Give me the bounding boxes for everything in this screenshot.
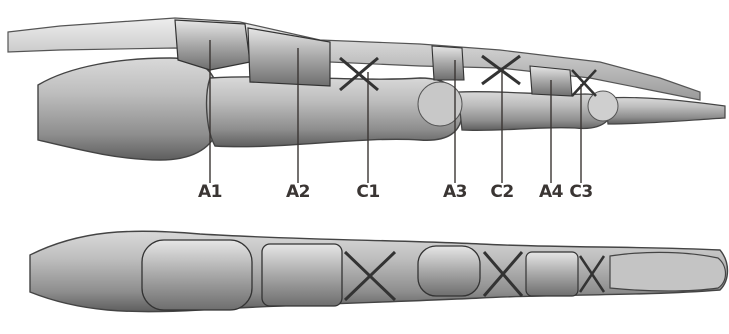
middle-phalanx — [458, 92, 610, 131]
a3-pulley-palmar — [418, 246, 480, 296]
a3-pulley-lateral — [432, 46, 464, 80]
label-a1: A1 — [198, 182, 222, 202]
lateral-view — [8, 18, 725, 160]
label-a2: A2 — [286, 182, 310, 202]
a2-pulley-lateral — [248, 28, 330, 86]
fingertip-palmar — [610, 252, 726, 291]
a1-pulley-lateral — [175, 20, 250, 70]
metacarpal-bone — [38, 58, 218, 160]
label-c3: C3 — [569, 182, 592, 202]
a4-pulley-palmar — [526, 252, 578, 296]
label-a4: A4 — [539, 182, 563, 202]
label-a3: A3 — [443, 182, 467, 202]
a1-pulley-palmar — [142, 240, 252, 310]
distal-phalanx — [605, 97, 725, 124]
label-c1: C1 — [356, 182, 379, 202]
palmar-view — [30, 231, 728, 312]
a2-pulley-palmar — [262, 244, 342, 306]
label-c2: C2 — [490, 182, 513, 202]
